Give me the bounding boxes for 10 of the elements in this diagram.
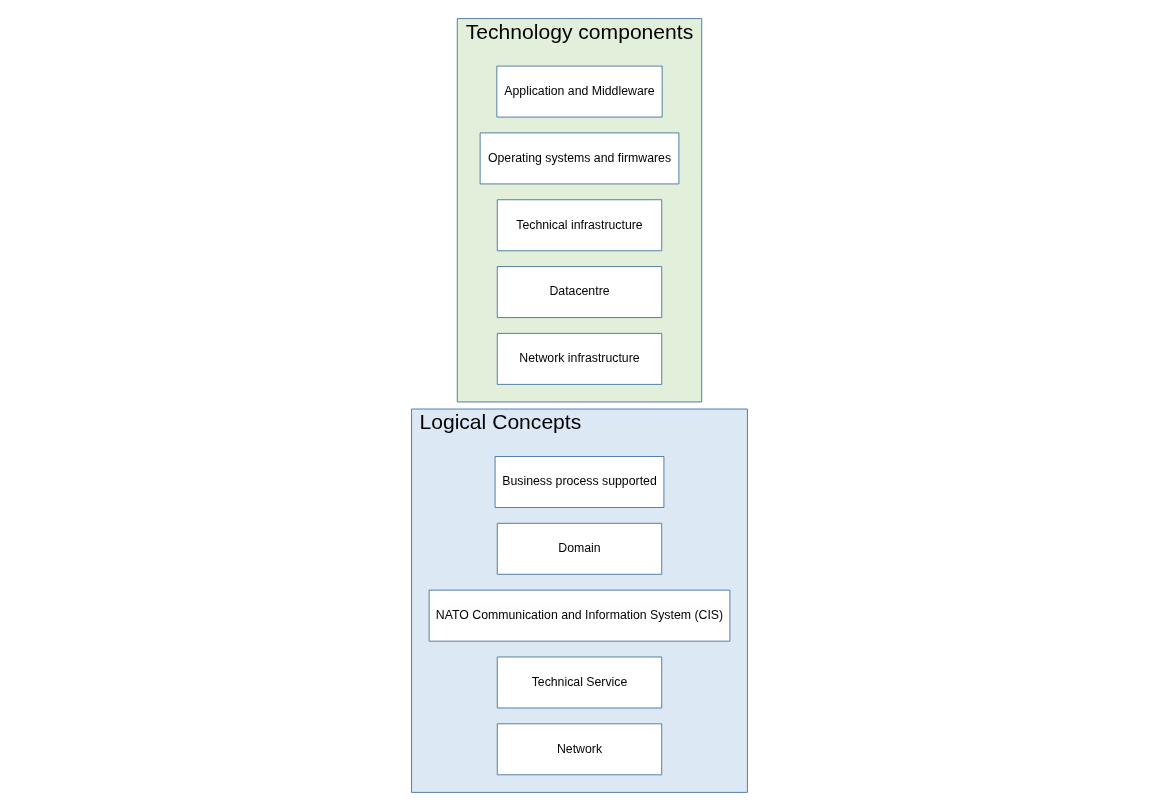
node-box: Technical infrastructure — [496, 199, 662, 252]
node-box: Network — [496, 723, 662, 776]
node-box: Technical Service — [496, 656, 662, 709]
node-box: Domain — [496, 522, 662, 575]
node-box: Network infrastructure — [496, 332, 662, 385]
node-box: Business process supported — [494, 456, 664, 508]
node-box: Operating systems and firmwares — [479, 132, 679, 185]
node-box: Datacentre — [496, 266, 662, 318]
node-box: Application and Middleware — [495, 65, 663, 118]
node-box: NATO Communication and Information System (CIS) — [428, 589, 730, 642]
